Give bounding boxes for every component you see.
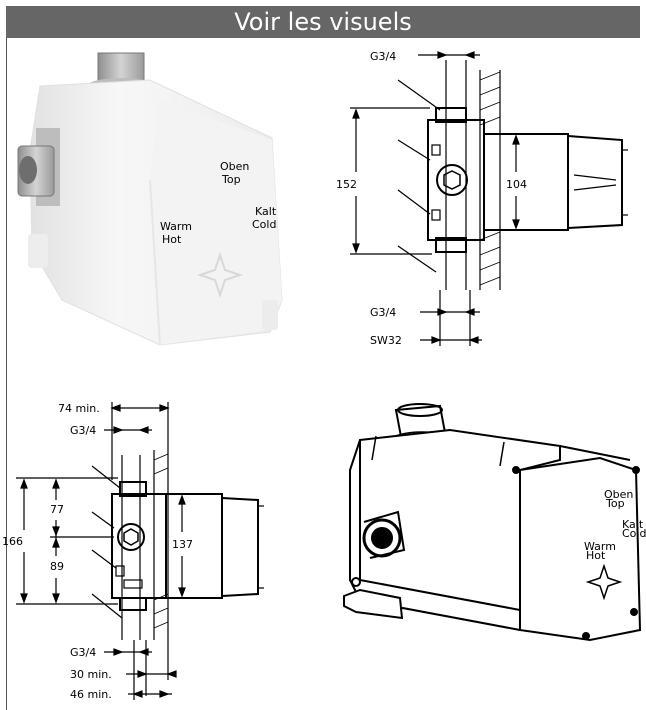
dim-sw32: SW32 (370, 334, 402, 347)
page-title: Voir les visuels (6, 6, 640, 38)
embossed-cold: Cold (252, 218, 276, 231)
label-cold: Cold (622, 527, 646, 540)
embossed-top: Top (221, 173, 241, 186)
dim-30-min: 30 min. (70, 668, 112, 681)
dim-g34-top-b: G3/4 (70, 424, 96, 437)
label-kalt: Kalt (622, 518, 644, 531)
product-line-art (343, 403, 642, 642)
dim-g34-top: G3/4 (370, 50, 396, 63)
label-top: Top (605, 497, 625, 510)
embossed-hot: Hot (162, 233, 182, 246)
label-warm: Warm (584, 540, 616, 553)
embossed-kalt: Kalt (255, 205, 277, 218)
dim-g34-bottom-b: G3/4 (70, 646, 96, 659)
drawing-bottom-labels: 74 min. G3/4 166 77 89 137 G3/4 30 min. … (2, 402, 193, 701)
dim-74-min: 74 min. (58, 402, 100, 415)
label-oben: Oben (604, 488, 633, 501)
label-hot: Hot (586, 549, 606, 562)
embossed-warm: Warm (160, 220, 192, 233)
drawing-bottom-view (16, 402, 264, 700)
dim-166: 166 (2, 535, 23, 548)
dim-77: 77 (50, 503, 64, 516)
line-art-labels: Oben Top Warm Hot Kalt Cold (584, 488, 646, 562)
dim-g34-bottom: G3/4 (370, 306, 396, 319)
dim-104: 104 (506, 178, 527, 191)
dim-46-min: 46 min. (70, 688, 112, 701)
embossed-oben: Oben (220, 160, 249, 173)
drawing-top-view (350, 51, 628, 346)
frame-border (6, 38, 7, 710)
product-photo: Oben Top Warm Hot Kalt Cold (17, 52, 283, 346)
dim-152: 152 (336, 178, 357, 191)
dim-89: 89 (50, 560, 64, 573)
dim-137: 137 (172, 538, 193, 551)
drawing-top-labels: G3/4 152 104 G3/4 SW32 (336, 50, 527, 347)
